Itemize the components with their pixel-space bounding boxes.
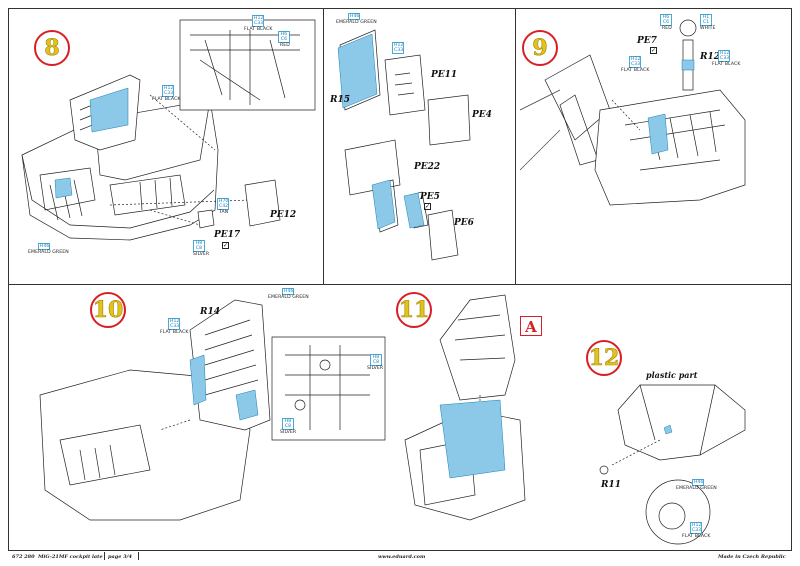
paint-name-flat-black: FLAT BLACK <box>160 330 189 335</box>
part-label-pe22: PE22 <box>414 162 441 172</box>
paint-name-flat-black: FLAT BLACK <box>244 27 273 32</box>
step12-caption: plastic part <box>646 370 698 380</box>
part-label-r11: R11 <box>601 480 622 490</box>
step9-drawing <box>519 19 746 206</box>
paint-code-flat-black: H12 C33 <box>392 42 404 54</box>
paint-code-flat-black: H12 C33 <box>162 85 174 97</box>
step11-variant-letter: A <box>520 316 542 336</box>
paint-name-emerald-green: EMERALD GREEN <box>676 486 717 491</box>
footer-origin: Made in Czech Republic <box>718 554 786 560</box>
paint-code-flat-black: H12 C33 <box>629 56 641 68</box>
paint-code-red: H6 C6 <box>660 14 672 26</box>
paint-name-silver: SILVER <box>193 252 210 257</box>
paint-code-emerald-green: H46 <box>692 479 704 486</box>
footer-code: 672 280 <box>12 554 35 560</box>
part-label-pe4: PE4 <box>472 110 492 120</box>
divider-top-bottom <box>8 284 792 285</box>
part-label-pe17: PE17 <box>214 230 241 240</box>
paint-code-silver: H8 C8 <box>370 354 382 366</box>
instruction-sheet-frame <box>8 8 792 551</box>
paint-name-red: RED <box>280 43 290 48</box>
paint-name-tan: TAN <box>219 210 229 215</box>
step-12-marker: 12 <box>586 340 622 376</box>
paint-code-red: H6 C6 <box>278 31 290 43</box>
paint-code-emerald-green: H46 <box>38 243 50 250</box>
step-9-marker: 9 <box>522 30 558 66</box>
paint-code-emerald-green: H46 <box>348 13 360 20</box>
paint-name-red: RED <box>662 26 672 31</box>
pe7-checkbox: ✓ <box>650 47 657 54</box>
part-label-pe7: PE7 <box>637 36 657 46</box>
paint-code-tan: H70 C42 <box>217 198 229 210</box>
step-8-marker: 8 <box>34 30 70 66</box>
paint-name-silver: SILVER <box>367 366 384 371</box>
paint-code-silver: H8 C8 <box>282 418 294 430</box>
paint-name-flat-black: FLAT BLACK <box>682 534 711 539</box>
pe5-checkbox: ✓ <box>424 203 431 210</box>
part-label-r12: R12 <box>700 52 721 62</box>
footer-page: page 3/4 <box>108 554 132 560</box>
footer-separator <box>104 552 105 560</box>
paint-code-flat-black: H12 C33 <box>718 50 730 62</box>
paint-highlights <box>54 33 695 479</box>
paint-name-flat-black: FLAT BLACK <box>152 97 181 102</box>
paint-name-emerald-green: EMERALD GREEN <box>28 250 69 255</box>
paint-name-white: WHITE <box>700 26 716 31</box>
footer-title: MiG-21MF cockpit late <box>38 554 103 560</box>
paint-code-flat-black: H12 C33 <box>690 522 702 534</box>
step-11-marker: 11 <box>396 292 432 328</box>
step-10-marker: 10 <box>90 292 126 328</box>
paint-name-silver: SILVER <box>280 430 297 435</box>
part-label-r14: R14 <box>200 307 221 317</box>
pe17-checkbox: ✓ <box>222 242 229 249</box>
paint-code-flat-black: H12 C33 <box>168 318 180 330</box>
part-label-pe5: PE5 <box>420 192 440 202</box>
part-label-r15: R15 <box>330 95 351 105</box>
step12-drawing <box>599 384 746 545</box>
paint-name-flat-black: FLAT BLACK <box>621 68 650 73</box>
paint-code-flat-black: H12 C33 <box>252 15 264 27</box>
part-label-pe11: PE11 <box>431 70 458 80</box>
paint-code-white: H1 C1 <box>700 14 712 26</box>
step10-drawing <box>39 299 386 521</box>
part-label-pe6: PE6 <box>454 218 474 228</box>
paint-name-emerald-green: EMERALD GREEN <box>336 20 377 25</box>
divider-pe-step9 <box>515 8 516 284</box>
paint-code-emerald-green: H46 <box>282 288 294 295</box>
paint-code-silver: H8 C8 <box>193 240 205 252</box>
paint-name-flat-black: FLAT BLACK <box>712 62 741 67</box>
divider-step8-pe <box>323 8 324 284</box>
part-label-pe12: PE12 <box>270 210 297 220</box>
footer-separator <box>138 552 139 560</box>
paint-name-emerald-green: EMERALD GREEN <box>268 295 309 300</box>
footer-url: www.eduard.com <box>378 554 426 560</box>
